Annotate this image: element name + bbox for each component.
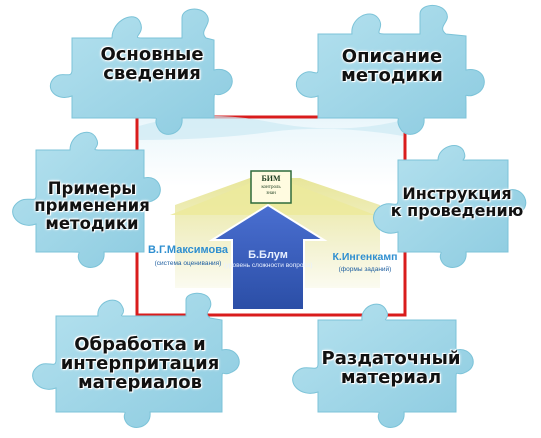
bim-subtitle: контроль знан [261, 185, 281, 196]
label-method-description[interactable]: Описание методики [322, 46, 462, 86]
bim-box [250, 170, 292, 204]
label-line: интерпритация [60, 352, 220, 374]
puzzle-piece-bottom-left [32, 292, 240, 428]
puzzle-piece-bottom-right [292, 303, 474, 428]
puzzle-piece-top-left [49, 8, 233, 135]
puzzle-piece-middle-right [373, 145, 527, 268]
author-left-name: В.Г.Максимова [147, 244, 229, 256]
label-basic-info[interactable]: Основные сведения [82, 44, 222, 84]
puzzle-piece-top-right [295, 5, 485, 135]
author-right-note: (формы заданий) [338, 266, 392, 273]
label-line: Примеры [47, 179, 137, 198]
label-line: к проведению [390, 200, 524, 220]
wave-decoration [139, 115, 403, 140]
blue-arrow [208, 203, 328, 311]
label-line: сведения [103, 62, 201, 84]
author-middle-note: (уровень сложности вопроса) [223, 262, 313, 269]
author-middle-name: Б.Блум [248, 249, 288, 261]
label-line: Обработка и [74, 334, 206, 355]
central-image [135, 115, 407, 317]
label-line: применения [34, 196, 150, 216]
label-line: методики [45, 213, 139, 233]
label-handout[interactable]: Раздаточный материал [306, 348, 476, 388]
label-line: Инструкция [402, 184, 512, 203]
label-line: материалов [77, 371, 203, 393]
bim-title: БИМ [261, 174, 281, 183]
label-line: материал [340, 366, 442, 388]
author-right-name: К.Ингенкамп [332, 251, 398, 263]
label-line: Описание [341, 46, 443, 67]
label-line: Основные [100, 44, 204, 65]
label-usage-examples[interactable]: Примеры применения методики [22, 180, 162, 232]
puzzle-piece-middle-left [12, 131, 161, 268]
author-left-note: (система оценивания) [154, 260, 222, 267]
label-line: методики [341, 64, 443, 86]
label-instructions[interactable]: Инструкция к проведению [382, 184, 532, 220]
label-processing[interactable]: Обработка и интерпритация материалов [40, 334, 240, 393]
label-line: Раздаточный [321, 348, 461, 369]
